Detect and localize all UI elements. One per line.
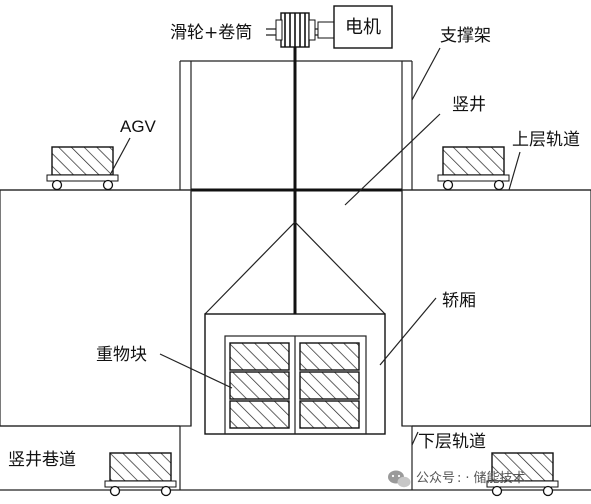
- label-shaft: 竖井: [452, 95, 486, 115]
- wechat-icon: [388, 470, 411, 488]
- motor-box: [333, 5, 393, 49]
- leader-upper-track: [508, 151, 521, 191]
- label-agv: AGV: [120, 117, 157, 136]
- watermark-name: 储能技术: [474, 471, 526, 486]
- label-pulley-drum: 滑轮+卷筒: [170, 23, 252, 43]
- label-weight-block: 重物块: [96, 345, 147, 365]
- motor-label: 电机: [345, 17, 381, 38]
- label-shaft-roadway: 竖井巷道: [8, 450, 76, 470]
- ground-right: [401, 189, 591, 427]
- agv-lower-left: [104, 452, 177, 497]
- watermark: 公众号:·储能技术: [388, 470, 526, 488]
- cage-sling: [204, 221, 386, 315]
- leader-shaft: [344, 113, 441, 206]
- agv-lower-right: [486, 452, 559, 497]
- label-lower-track: 下层轨道: [418, 432, 486, 452]
- leader-support-frame: [411, 47, 441, 101]
- leader-lower-track: [411, 431, 419, 446]
- label-cage: 轿厢: [442, 291, 476, 311]
- label-upper-track: 上层轨道: [512, 130, 580, 150]
- svg-text:公众号:·储能技术: 公众号:·储能技术: [416, 471, 526, 486]
- pulley-drum: [266, 12, 335, 48]
- watermark-separator: ·: [465, 471, 469, 486]
- weight-blocks-right: [299, 342, 360, 429]
- leader-cage: [379, 297, 437, 366]
- watermark-prefix: 公众号: [416, 471, 455, 486]
- leader-agv: [109, 137, 131, 176]
- weight-blocks-left: [229, 342, 290, 429]
- label-support-frame: 支撑架: [440, 26, 491, 46]
- agv-upper-right: [437, 146, 510, 191]
- leader-weight-block: [159, 353, 233, 389]
- ground-left: [0, 189, 192, 427]
- agv-upper-left: [46, 146, 119, 191]
